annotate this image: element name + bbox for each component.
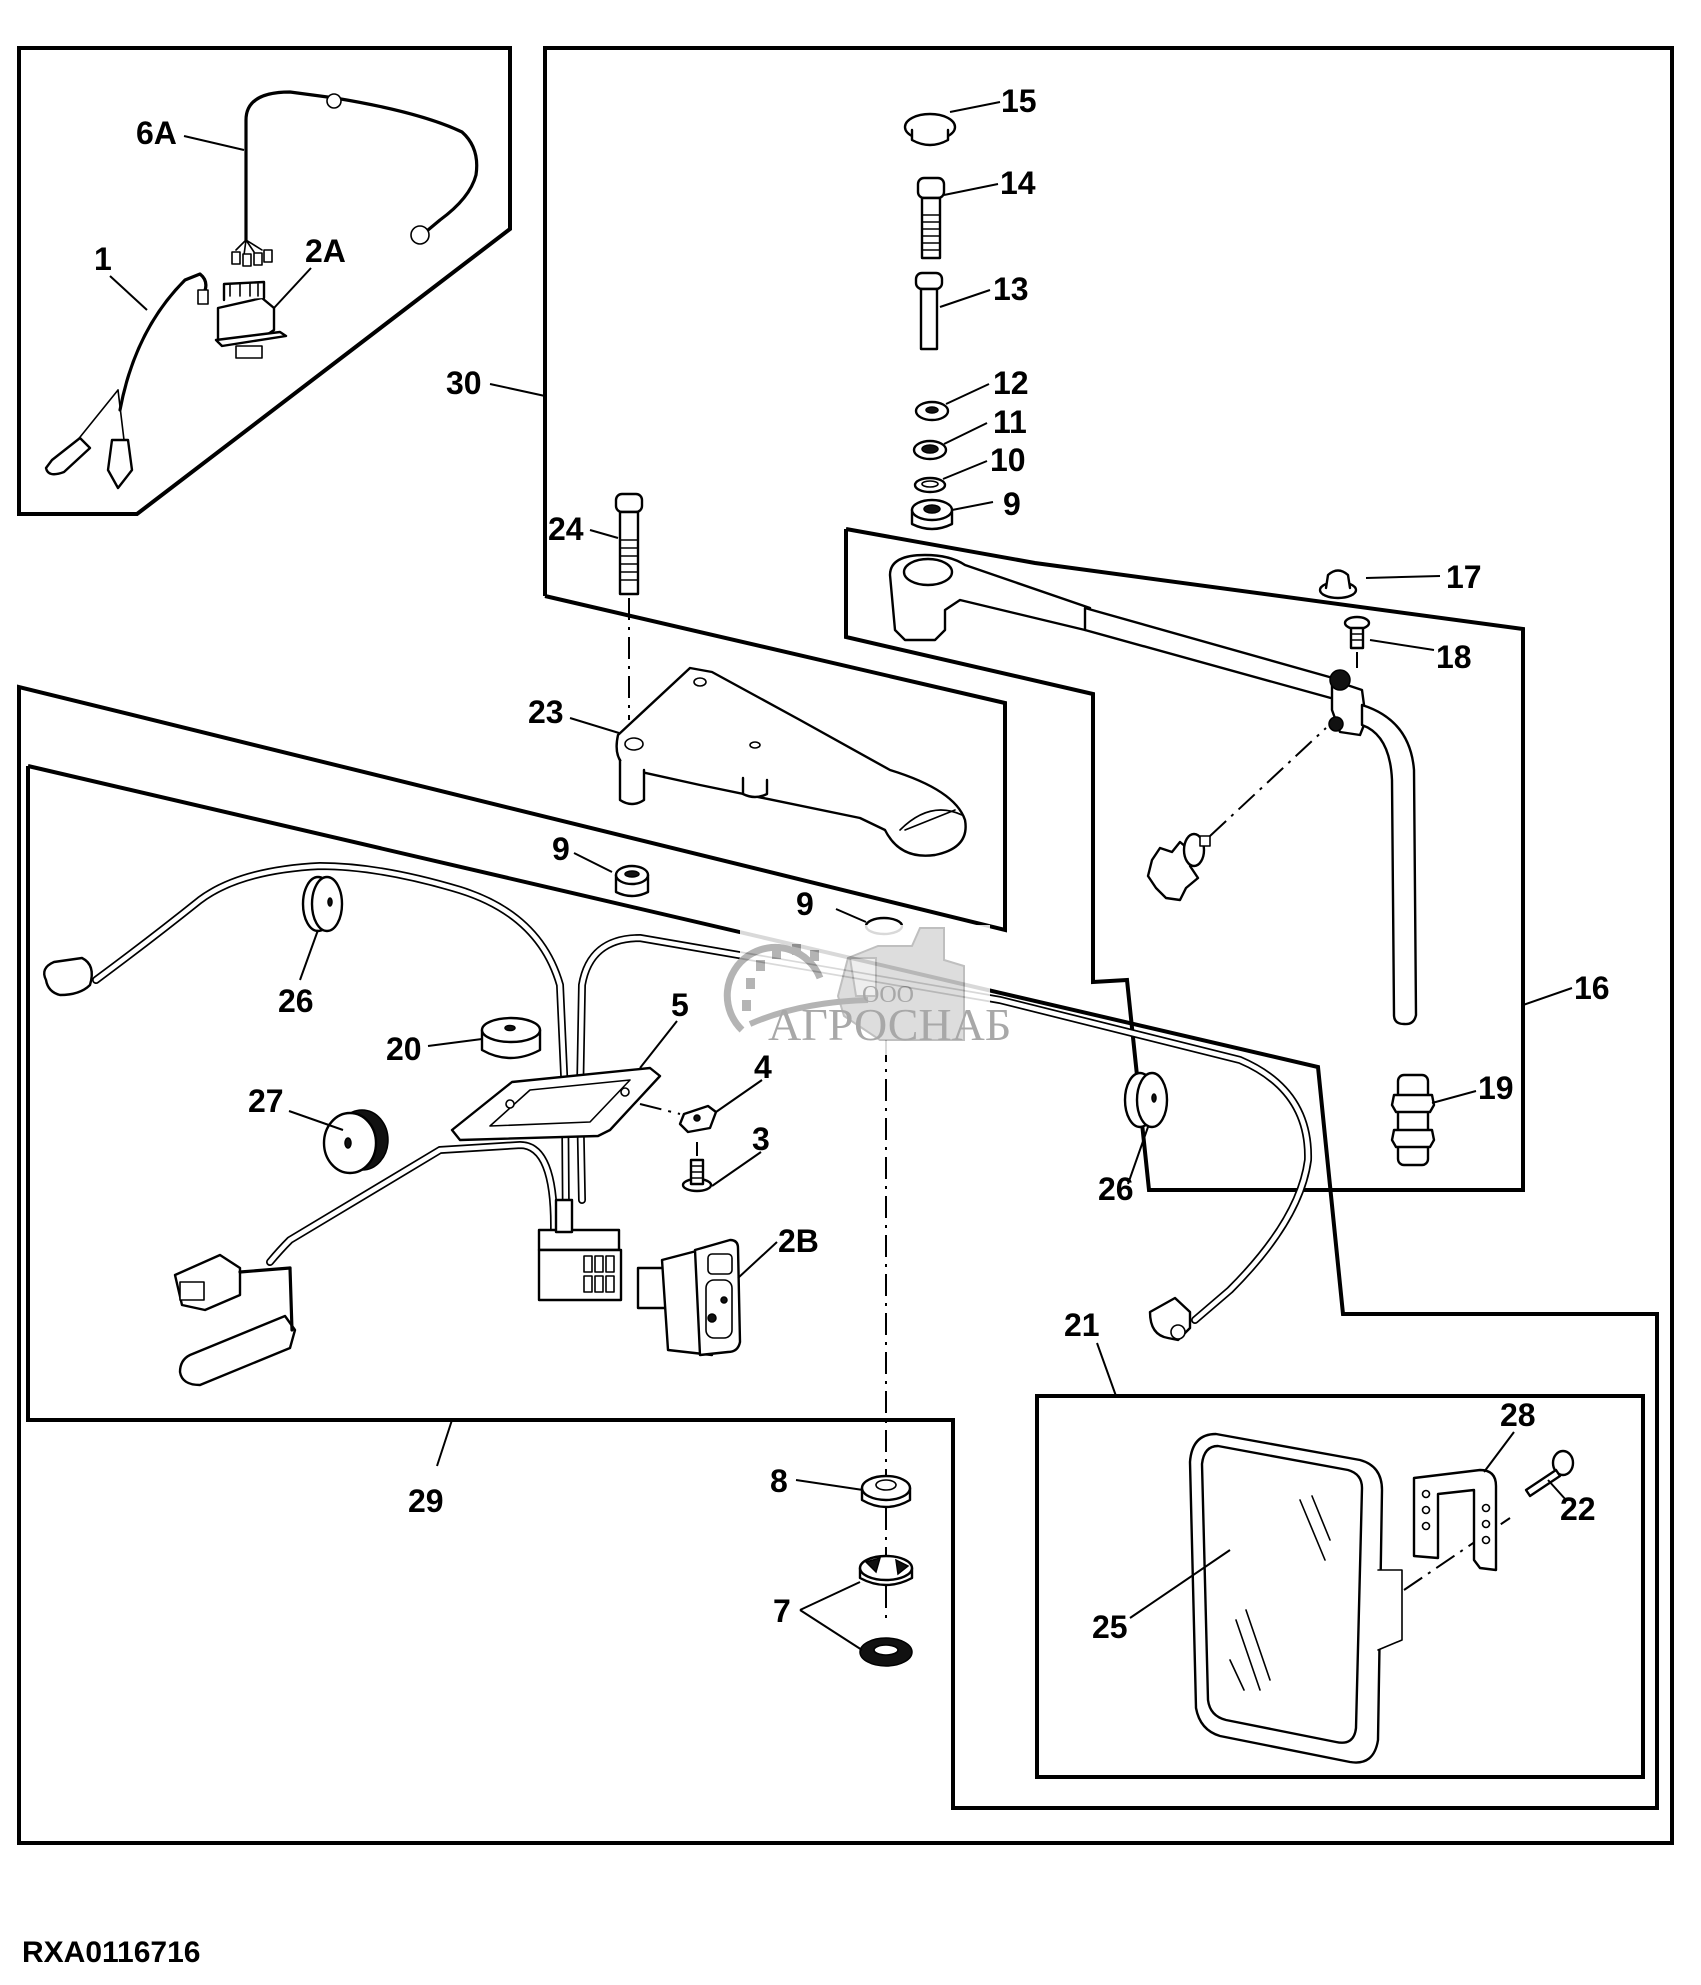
callout-24: 24: [548, 511, 584, 547]
callout-3: 3: [752, 1121, 770, 1157]
callout-13: 13: [993, 271, 1029, 307]
part-16-arm: [888, 553, 1418, 1026]
part-10-washer: [913, 476, 947, 494]
callout-26b: 26: [1098, 1171, 1134, 1207]
axis-line-mirror: [1403, 1517, 1511, 1591]
part-2a-switch: [214, 280, 288, 359]
callout-2a: 2A: [305, 233, 346, 269]
part-26b-grommet: [1123, 1071, 1169, 1129]
frame-group-21: [1035, 1394, 1645, 1779]
watermark-swoosh: [748, 997, 869, 1027]
watermark-company: АГРОСНАБ: [768, 999, 1011, 1050]
gear-icon: [723, 943, 824, 1033]
callout-12: 12: [993, 365, 1029, 401]
part-3-screw: [681, 1158, 713, 1193]
frame-kit-6a-1-2a: [17, 46, 512, 516]
watermark-logo: ООО АГРОСНАБ: [723, 925, 1011, 1055]
part-29-harness: [43, 862, 1313, 1387]
axis-line-4: [639, 1103, 681, 1115]
leader-lines: [109, 101, 1573, 1651]
callout-11: 11: [993, 404, 1027, 440]
callout-2b: 2B: [778, 1223, 819, 1259]
callout-15: 15: [1001, 83, 1037, 119]
part-15-cap: [903, 112, 957, 147]
callout-30: 30: [446, 365, 482, 401]
part-26a-grommet: [301, 875, 344, 933]
frame-group-30: [17, 46, 1674, 1845]
part-9b-bushing: [614, 864, 650, 898]
combine-harvester-icon: [836, 927, 965, 1041]
part-25-mirror-head: [1188, 1432, 1403, 1764]
part-4-nut: [678, 1104, 718, 1134]
part-14-capscrew: [916, 176, 946, 260]
callout-22: 22: [1560, 1491, 1596, 1527]
axis-line-knob: [1209, 727, 1327, 837]
part-19-fitting: [1390, 1073, 1436, 1167]
callout-9b: 9: [552, 831, 570, 867]
frame-group-29: [26, 764, 1659, 1810]
part-13-bushing: [914, 271, 944, 351]
part-2b-switch: [636, 1238, 742, 1357]
part-20-grommet: [480, 1016, 542, 1060]
callout-20: 20: [386, 1031, 422, 1067]
callout-5: 5: [671, 987, 689, 1023]
frame-group-23: [544, 594, 1007, 922]
callout-18: 18: [1436, 639, 1472, 675]
callout-16: 16: [1574, 970, 1610, 1006]
part-28-bracket: [1412, 1468, 1498, 1572]
part-7-washer-upper: [858, 1554, 914, 1587]
callout-26a: 26: [278, 983, 314, 1019]
watermark-prefix: ООО: [862, 982, 914, 1008]
callout-19: 19: [1478, 1070, 1514, 1106]
part-27-grommet: [322, 1109, 389, 1175]
gear-teeth: [742, 944, 819, 1011]
callout-27: 27: [248, 1083, 284, 1119]
part-24-capscrew: [614, 492, 644, 596]
part-12-washer: [914, 400, 950, 422]
part-1-harness: [44, 272, 209, 490]
callout-23: 23: [528, 694, 564, 730]
callout-29: 29: [408, 1483, 444, 1519]
callout-17: 17: [1446, 559, 1482, 595]
part-16-knob: [1146, 832, 1211, 902]
callout-6a: 6A: [136, 115, 177, 151]
callout-21: 21: [1064, 1307, 1100, 1343]
callout-labels: 6A 1 2A 30 15 14 13 12 11 10 9 24 17 18 …: [94, 83, 1610, 1645]
part-9a-bushing: [910, 498, 954, 531]
part-11-washer: [912, 439, 948, 461]
callout-28: 28: [1500, 1397, 1536, 1433]
part-8-locknut: [860, 1474, 912, 1509]
callout-14: 14: [1000, 165, 1036, 201]
callout-8: 8: [770, 1463, 788, 1499]
callout-9c: 9: [796, 886, 814, 922]
part-17-cap: [1318, 569, 1358, 600]
callout-4: 4: [754, 1049, 772, 1085]
part-6a-harness: [231, 90, 479, 267]
figure-id: RXA0116716: [22, 1936, 200, 1969]
callout-9a: 9: [1003, 486, 1021, 522]
part-5-plate: [450, 1066, 662, 1142]
callout-7: 7: [773, 1593, 791, 1629]
callout-25: 25: [1092, 1609, 1128, 1645]
part-7-washer-lower: [859, 1637, 913, 1667]
part-18-screw: [1343, 615, 1371, 650]
callout-10: 10: [990, 442, 1026, 478]
part-23-bracket: [615, 666, 967, 857]
part-22-screw: [1524, 1449, 1575, 1498]
callout-1: 1: [94, 241, 112, 277]
